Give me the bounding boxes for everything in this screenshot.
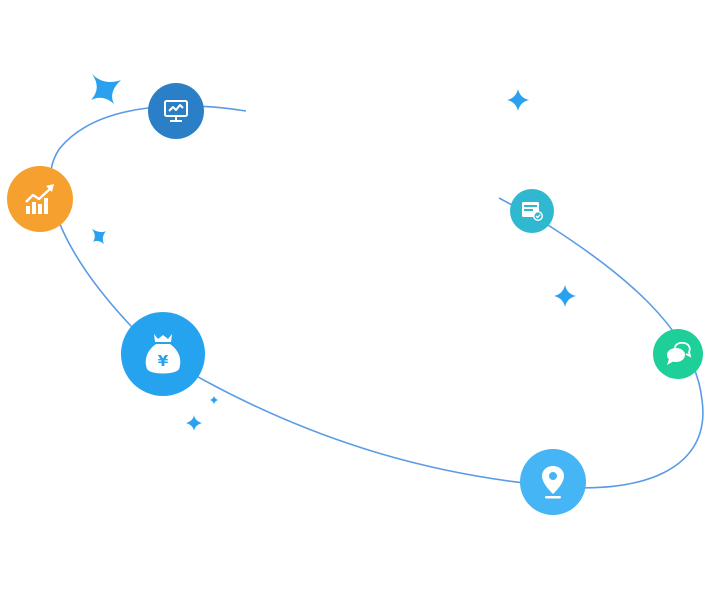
- growth-node: [7, 166, 73, 232]
- growth-bars-arrow-icon: [25, 184, 54, 214]
- sparkle-bottom-left: [186, 415, 202, 431]
- location-node: [520, 449, 586, 515]
- monitor-node: [148, 83, 204, 139]
- money-node: ¥: [121, 312, 205, 396]
- document-node: [510, 189, 554, 233]
- sparkle-top-right: [507, 89, 529, 111]
- sparkle-middle-right: [554, 285, 576, 307]
- monitor-chart-icon: [164, 100, 188, 122]
- orbit-line-lower: [159, 197, 704, 489]
- money-bag-yen-icon: ¥: [145, 334, 181, 374]
- chat-node: [653, 329, 703, 379]
- sparkle-large: [91, 74, 121, 104]
- location-pin-icon: [542, 466, 564, 499]
- chat-bubbles-icon: [667, 341, 692, 365]
- sparkle-tiny: [210, 396, 218, 404]
- money-bag-symbol: ¥: [158, 352, 169, 370]
- document-check-icon: [522, 202, 543, 221]
- sparkle-left-small: [92, 229, 106, 244]
